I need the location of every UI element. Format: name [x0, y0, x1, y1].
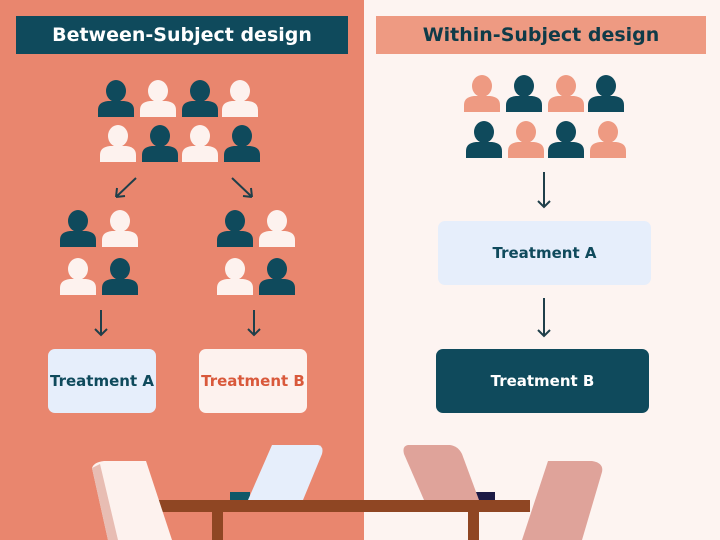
table-leg — [468, 512, 479, 540]
chair-right — [522, 461, 603, 540]
between-subject-title: Between-Subject design — [16, 16, 348, 54]
person-icon — [101, 258, 139, 295]
person-icon — [258, 258, 296, 295]
person-icon — [181, 125, 219, 162]
left-treatment-b-box: Treatment B — [199, 349, 307, 413]
person-icon — [59, 210, 97, 247]
person-icon — [463, 75, 501, 112]
person-icon — [181, 80, 219, 117]
within-subject-title: Within-Subject design — [376, 16, 706, 54]
person-icon — [97, 80, 135, 117]
person-icon — [216, 258, 254, 295]
laptop-base — [475, 492, 495, 500]
person-icon — [505, 75, 543, 112]
arrow-down-icon — [247, 310, 261, 337]
laptop-right — [403, 445, 479, 500]
laptop-left — [248, 445, 323, 500]
arrow-down-left-icon — [115, 177, 137, 198]
person-icon — [465, 121, 503, 158]
arrow-down-icon — [94, 310, 108, 337]
person-icon — [587, 75, 625, 112]
table-top — [158, 500, 530, 512]
arrow-down-icon — [537, 172, 551, 209]
person-icon — [258, 210, 296, 247]
person-icon — [99, 125, 137, 162]
person-icon — [223, 125, 261, 162]
person-icon — [221, 80, 259, 117]
arrow-down-right-icon — [231, 177, 253, 198]
person-icon — [589, 121, 627, 158]
arrows — [94, 172, 551, 338]
table-leg — [212, 512, 223, 540]
person-icon — [547, 75, 585, 112]
right-treatment-b-box: Treatment B — [436, 349, 649, 413]
person-icon — [547, 121, 585, 158]
person-icon — [141, 125, 179, 162]
person-icon — [216, 210, 254, 247]
left-treatment-a-box: Treatment A — [48, 349, 156, 413]
table-scene — [92, 445, 603, 540]
laptop-base — [230, 492, 250, 500]
person-icon — [139, 80, 177, 117]
right-treatment-a-box: Treatment A — [438, 221, 651, 285]
person-icon — [507, 121, 545, 158]
arrow-down-icon — [537, 298, 551, 338]
person-icon — [59, 258, 97, 295]
person-icon — [101, 210, 139, 247]
